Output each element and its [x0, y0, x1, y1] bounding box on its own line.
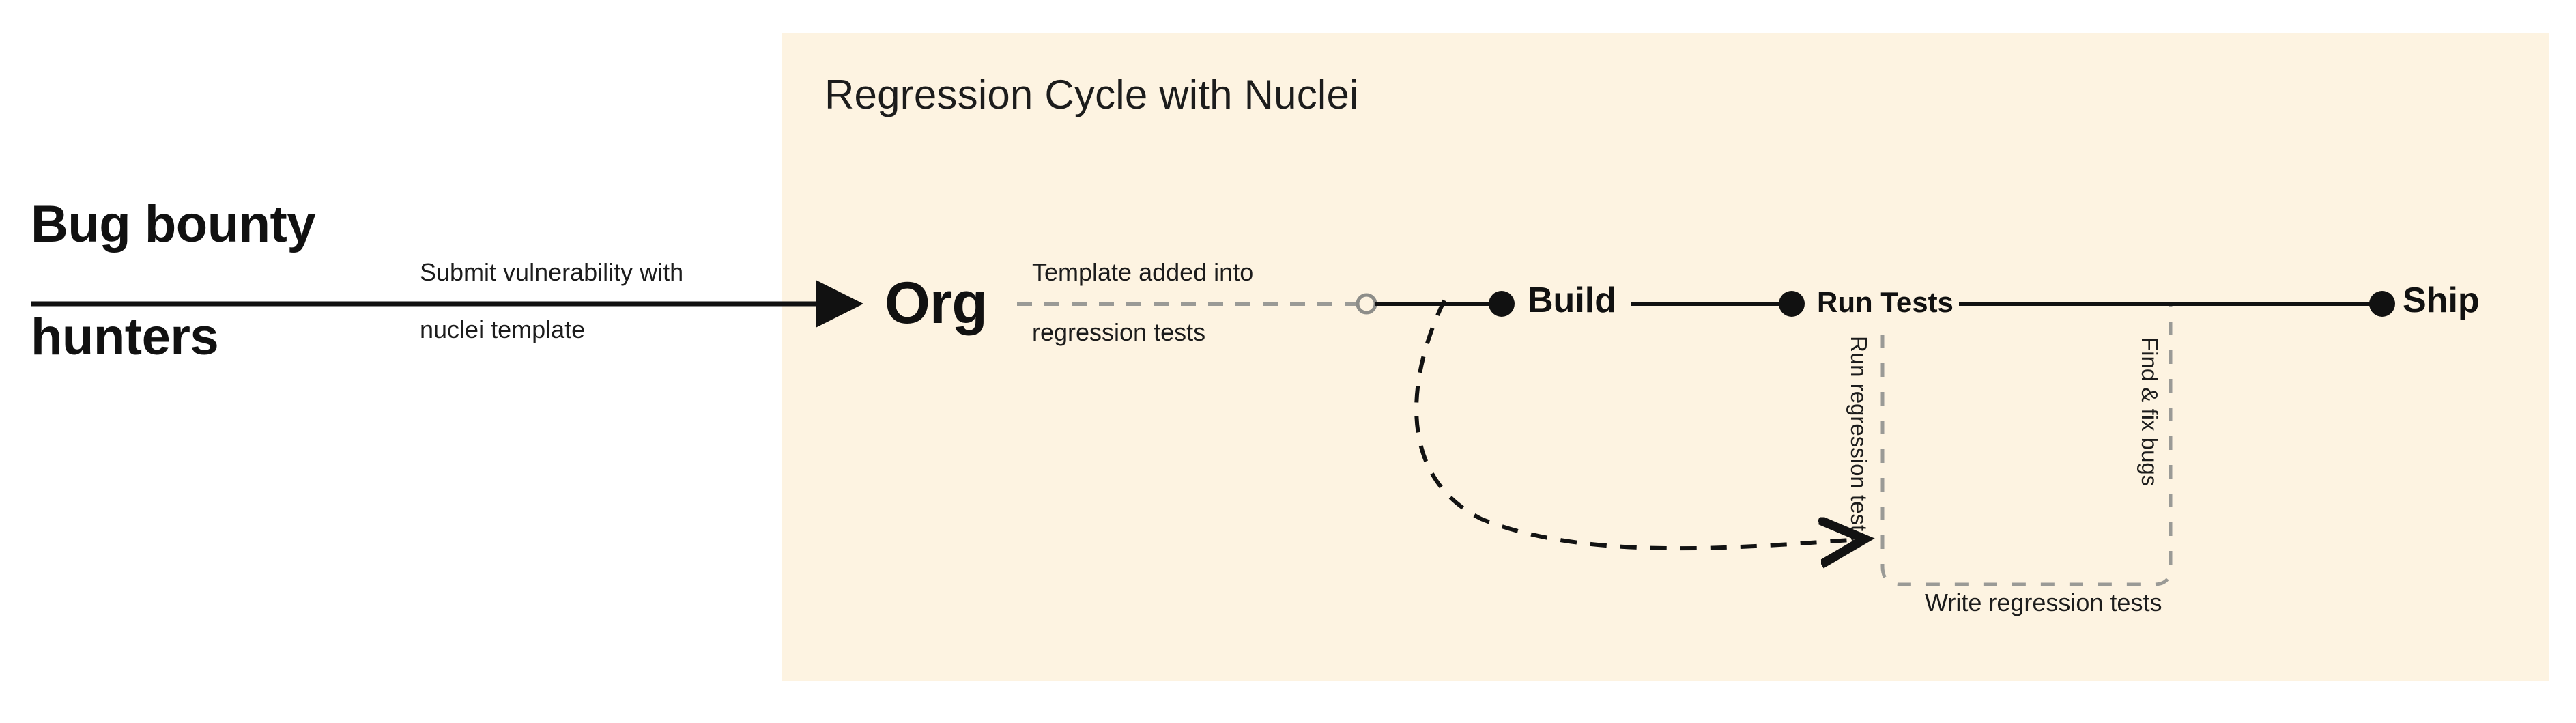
- edge-label-find-and-fix-bugs: Find & fix bugs: [2137, 337, 2162, 487]
- node-label-ship: Ship: [2403, 281, 2480, 320]
- node-label-build: Build: [1528, 281, 1616, 320]
- actor-label-line2: hunters: [31, 308, 219, 366]
- edge-label-run-regression-tests: Run regression tests: [1846, 336, 1872, 543]
- edge-label-template-line2: regression tests: [1032, 318, 1206, 346]
- edge-label-submit-line2: nuclei template: [420, 315, 586, 343]
- node-label-org: Org: [885, 270, 988, 336]
- regression-cycle-panel: [782, 33, 2549, 681]
- edge-label-submit-line1: Submit vulnerability with: [420, 258, 684, 286]
- node-label-run-tests: Run Tests: [1817, 286, 1954, 318]
- page-title: Regression Cycle with Nuclei: [825, 72, 1359, 117]
- edge-label-write-regression-tests: Write regression tests: [1925, 589, 2162, 616]
- actor-label-line1: Bug bounty: [31, 195, 316, 253]
- edge-label-template-line1: Template added into: [1032, 258, 1254, 286]
